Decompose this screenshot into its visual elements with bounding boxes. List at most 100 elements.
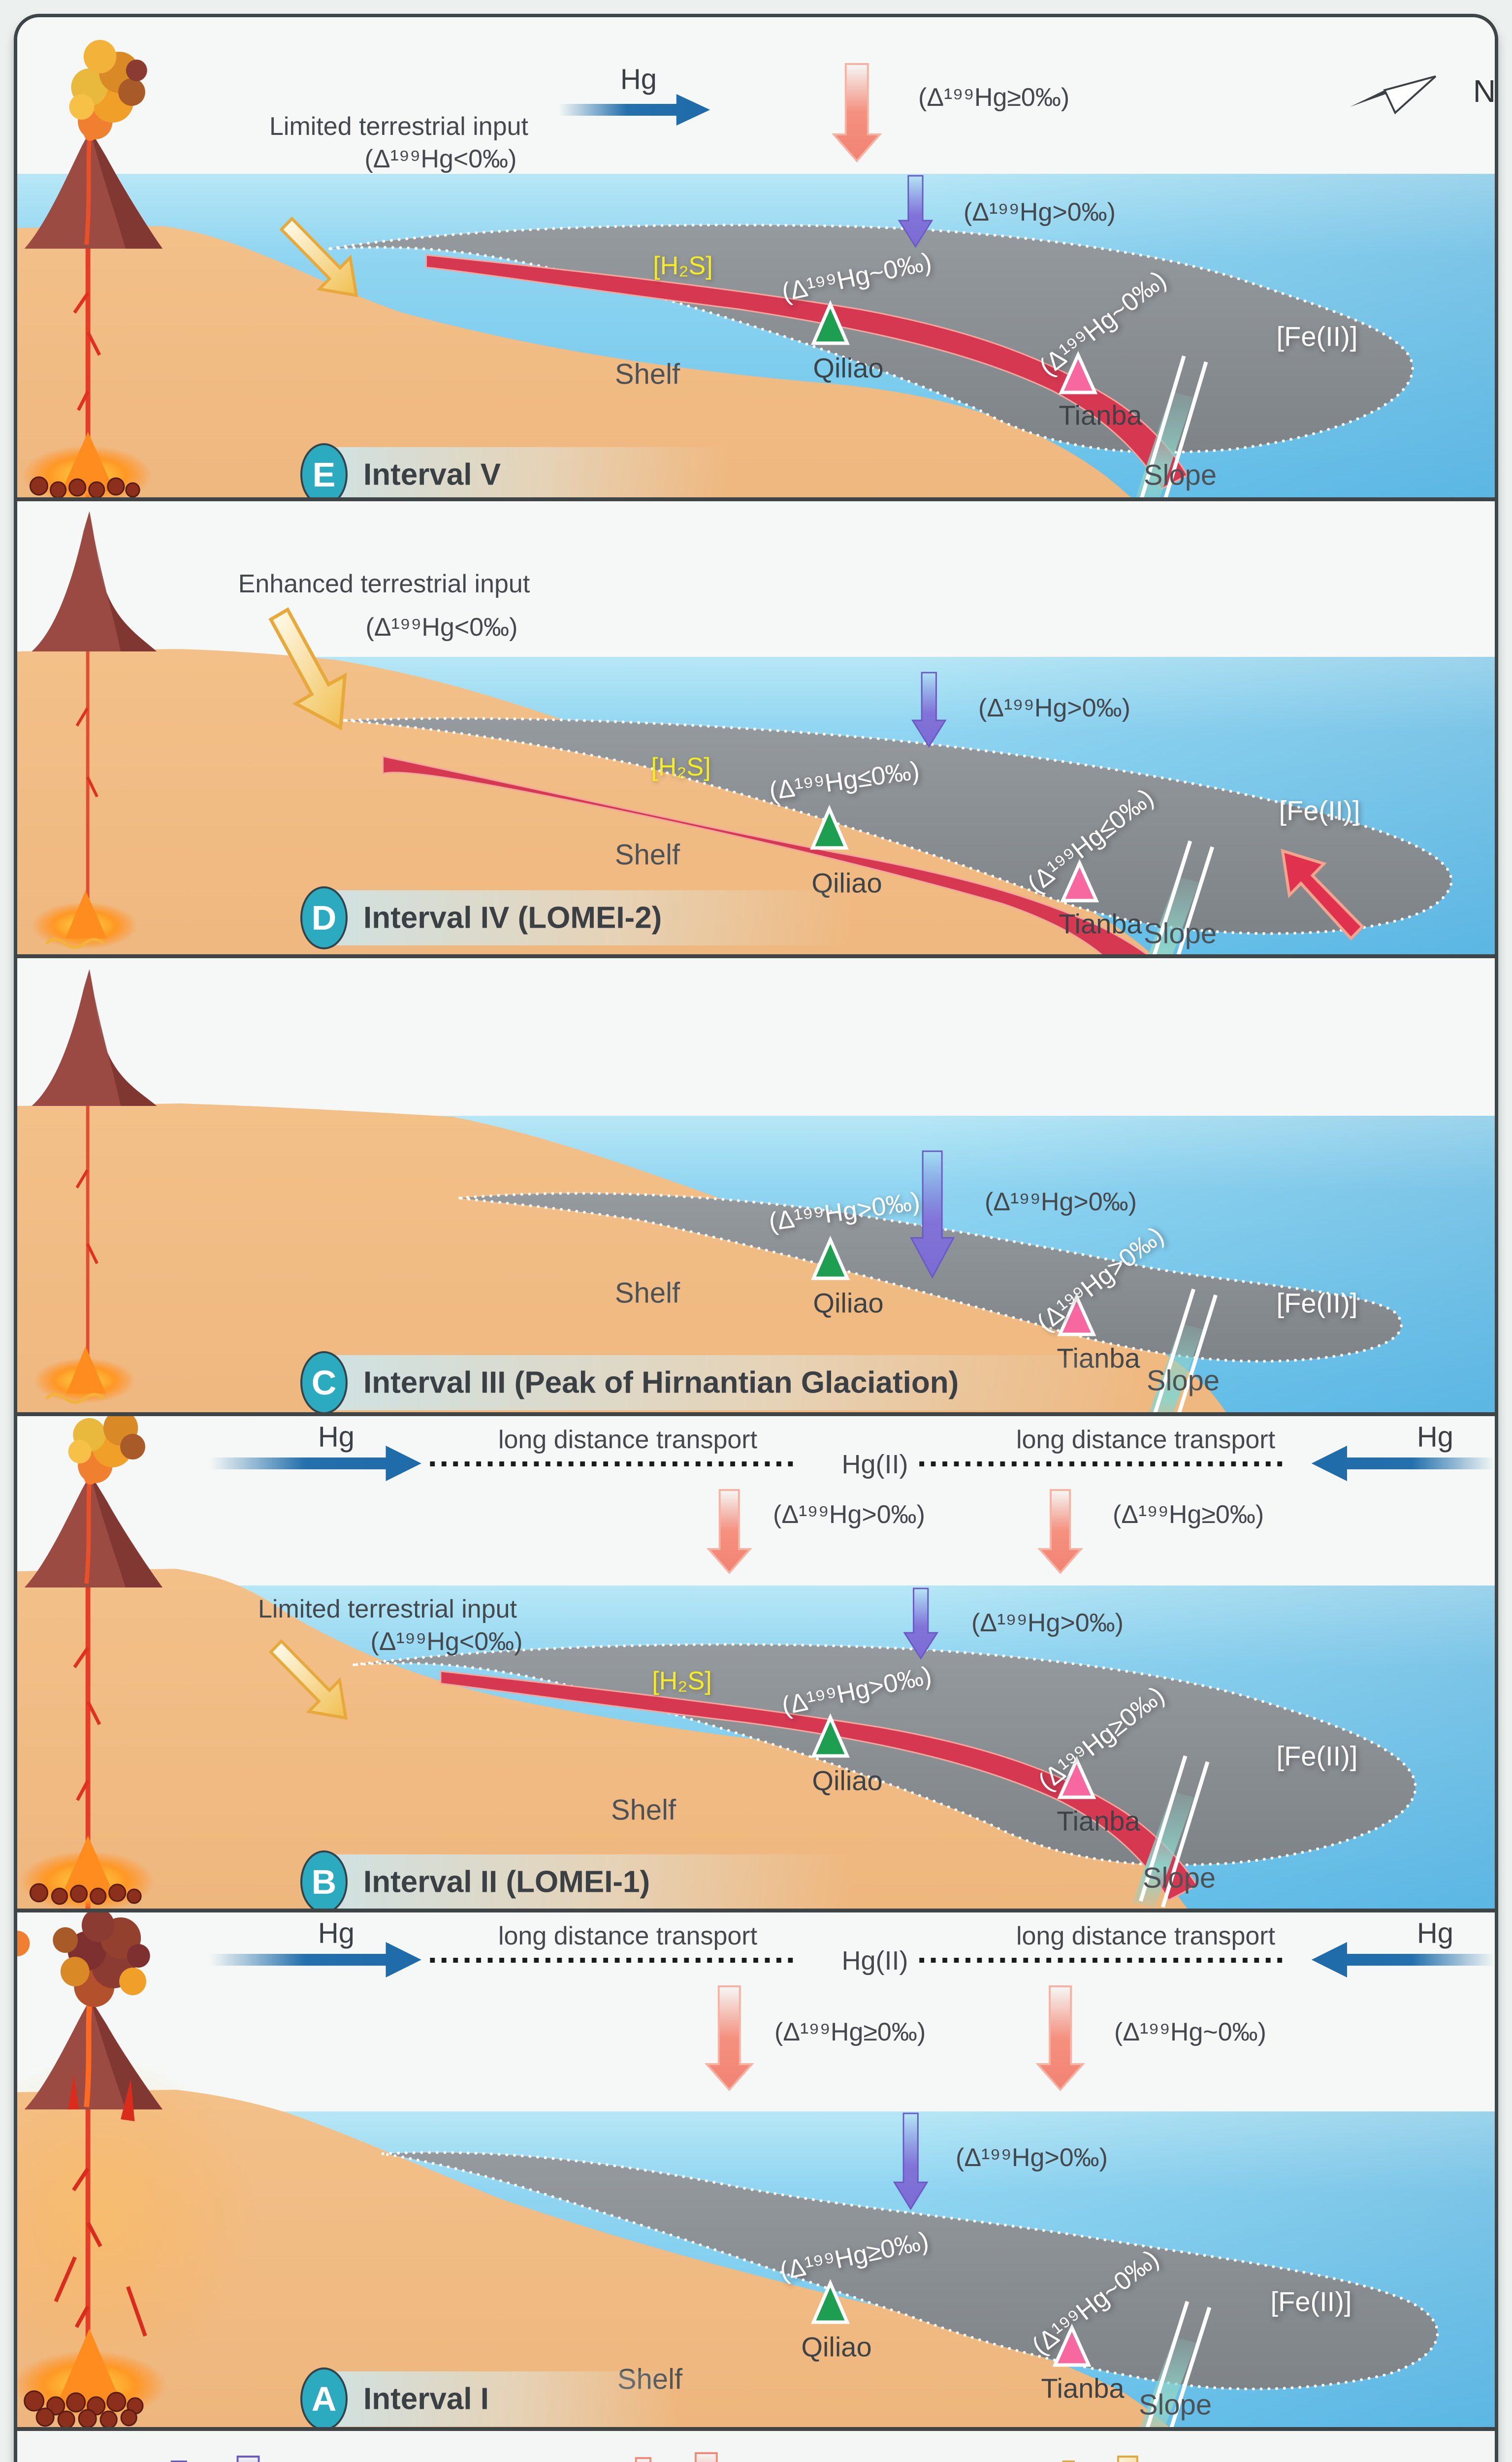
figure-frame: Hg (Δ¹⁹⁹Hg≥0‰) Limited terrestrial input… bbox=[14, 14, 1498, 2462]
seawater-hg-arrow bbox=[910, 1150, 955, 1279]
fe-label: [Fe(II)] bbox=[1279, 795, 1360, 826]
hgii-label: Hg(II) bbox=[841, 1450, 908, 1479]
scene-interval-v bbox=[17, 40, 1495, 497]
volcanic-hg-arrow-2 bbox=[1035, 1985, 1085, 2091]
panel-letter: B bbox=[300, 1850, 348, 1909]
panel-interval-ii: Hg long distance transport Hg(II) long d… bbox=[17, 1416, 1495, 1912]
terrestrial-hg-arrow bbox=[279, 216, 358, 297]
sediment-plume bbox=[354, 1643, 1417, 1867]
shelf-label: Shelf bbox=[614, 1277, 680, 1309]
tianba-marker bbox=[1052, 2323, 1092, 2367]
eruption-cloud bbox=[17, 1912, 150, 2007]
panel-title: Interval I bbox=[363, 2382, 489, 2416]
sediment-plume bbox=[329, 223, 1414, 454]
site-tianba: Tianba bbox=[1059, 908, 1142, 939]
site-tianba: Tianba bbox=[1057, 1805, 1140, 1837]
seawater-hg-label: (Δ¹⁹⁹Hg>0‰) bbox=[978, 694, 1130, 722]
legend: Hg from seawater Hg from volcanism Hg fr… bbox=[17, 2431, 1495, 2462]
hg-air-arrow-left bbox=[209, 1446, 421, 1481]
shelf-label: Shelf bbox=[614, 358, 680, 390]
hg-air-arrow-left bbox=[209, 1942, 421, 1977]
seawater-hg-label: (Δ¹⁹⁹Hg>0‰) bbox=[971, 1609, 1124, 1637]
panel-badge: E Interval V bbox=[300, 443, 743, 497]
shelf-label: Shelf bbox=[611, 1794, 676, 1826]
slope-label: Slope bbox=[1138, 2389, 1212, 2421]
h2s-label: [H₂S] bbox=[651, 753, 711, 781]
land-shelf bbox=[17, 226, 1131, 497]
transport-label-right: long distance transport bbox=[1016, 1922, 1276, 1950]
panel-letter: E bbox=[300, 443, 348, 497]
volcano-major-eruption-icon bbox=[17, 1912, 258, 2427]
land-shelf bbox=[17, 2090, 1169, 2427]
tianba-marker bbox=[1059, 351, 1098, 394]
slope-break-icon bbox=[1140, 2300, 1212, 2427]
hg-air-label-right: Hg bbox=[1416, 1421, 1454, 1453]
seawater-hg-arrow bbox=[893, 2112, 929, 2210]
slope-break-icon bbox=[1149, 1288, 1218, 1412]
terrestrial-input-value: (Δ¹⁹⁹Hg<0‰) bbox=[365, 613, 518, 642]
volcanic-fallout-label-1: (Δ¹⁹⁹Hg>0‰) bbox=[773, 1500, 925, 1529]
upwelling-arrow bbox=[1281, 848, 1365, 941]
panel-badge: C Interval III (Peak of Hirnantian Glaci… bbox=[300, 1351, 1162, 1412]
sediment-plume bbox=[344, 716, 1453, 936]
tianba-marker bbox=[1060, 859, 1099, 903]
site-qiliao: Qiliao bbox=[813, 1287, 884, 1319]
volcano-erupting-icon bbox=[19, 1416, 163, 1909]
hg-air-arrow bbox=[558, 94, 710, 126]
fe-label: [Fe(II)] bbox=[1276, 1287, 1358, 1319]
seawater-hg-arrow bbox=[911, 672, 947, 748]
hgii-label: Hg(II) bbox=[841, 1946, 908, 1976]
slope-break-icon bbox=[1136, 355, 1208, 497]
seawater-hg-arrow bbox=[898, 175, 933, 248]
site-qiliao: Qiliao bbox=[812, 1765, 883, 1796]
panel-letter: C bbox=[300, 1351, 348, 1412]
terrestrial-hg-arrow-large bbox=[268, 607, 347, 731]
sediment-plume bbox=[459, 1192, 1403, 1363]
hg-air-arrow-right bbox=[1311, 1446, 1495, 1481]
hg-air-label-left: Hg bbox=[318, 1421, 355, 1453]
volcanic-fallout-label-2: (Δ¹⁹⁹Hg≥0‰) bbox=[1113, 1500, 1264, 1529]
panel-letter: A bbox=[300, 2367, 348, 2427]
volcanic-hg-arrow bbox=[831, 63, 882, 163]
panel-title: Interval V bbox=[363, 457, 501, 492]
compass-label: N bbox=[1473, 73, 1495, 109]
qiliao-marker bbox=[811, 2279, 850, 2324]
panel-badge: A Interval I bbox=[300, 2367, 694, 2427]
hg-air-label-left: Hg bbox=[318, 1917, 355, 1949]
slope-label: Slope bbox=[1142, 1862, 1216, 1894]
terrestrial-arrows-icon bbox=[1062, 2456, 1138, 2462]
fe-label: [Fe(II)] bbox=[1276, 321, 1358, 352]
seawater-hg-label: (Δ¹⁹⁹Hg>0‰) bbox=[985, 1188, 1137, 1216]
panel-letter: D bbox=[300, 886, 348, 949]
hg-air-label: Hg bbox=[620, 63, 657, 96]
slope-label: Slope bbox=[1143, 917, 1217, 950]
terrestrial-input-label: Limited terrestrial input bbox=[269, 112, 528, 141]
panel-title: Interval III (Peak of Hirnantian Glaciat… bbox=[363, 1365, 959, 1400]
volcano-erupting-icon bbox=[22, 40, 163, 497]
seawater-hg-label: (Δ¹⁹⁹Hg>0‰) bbox=[964, 198, 1116, 227]
slope-label: Slope bbox=[1146, 1364, 1220, 1397]
volcanic-fallout-label: (Δ¹⁹⁹Hg≥0‰) bbox=[918, 83, 1070, 112]
shelf-label: Shelf bbox=[614, 839, 680, 871]
scene-interval-i bbox=[17, 1912, 1495, 2427]
fe-label: [Fe(II)] bbox=[1270, 2286, 1352, 2317]
volcanic-fallout-label-2: (Δ¹⁹⁹Hg~0‰) bbox=[1114, 2018, 1266, 2046]
scene-interval-iii bbox=[17, 969, 1495, 1412]
panel-badge: B Interval II (LOMEI-1) bbox=[300, 1850, 867, 1909]
smoke-plume bbox=[69, 40, 147, 139]
hg-air-arrow-right bbox=[1311, 1942, 1495, 1977]
terrestrial-input-value: (Δ¹⁹⁹Hg<0‰) bbox=[370, 1627, 523, 1656]
volcanic-hg-arrow-2 bbox=[1037, 1489, 1083, 1574]
transport-label-left: long distance transport bbox=[498, 1922, 758, 1950]
slope-break-icon bbox=[1132, 1755, 1210, 1909]
qiliao-marker bbox=[811, 300, 850, 345]
legend-arrows bbox=[170, 2452, 1138, 2462]
panel-title: Interval IV (LOMEI-2) bbox=[363, 901, 662, 935]
seawater-hg-label: (Δ¹⁹⁹Hg>0‰) bbox=[956, 2143, 1108, 2172]
h2s-label: [H₂S] bbox=[652, 1667, 712, 1695]
sediment-plume bbox=[383, 2151, 1439, 2391]
seawater-arrows-icon bbox=[170, 2456, 260, 2462]
terrestrial-hg-arrow bbox=[268, 1639, 348, 1720]
tianba-marker bbox=[1057, 1755, 1096, 1799]
seawater-hg-arrow bbox=[903, 1587, 939, 1660]
